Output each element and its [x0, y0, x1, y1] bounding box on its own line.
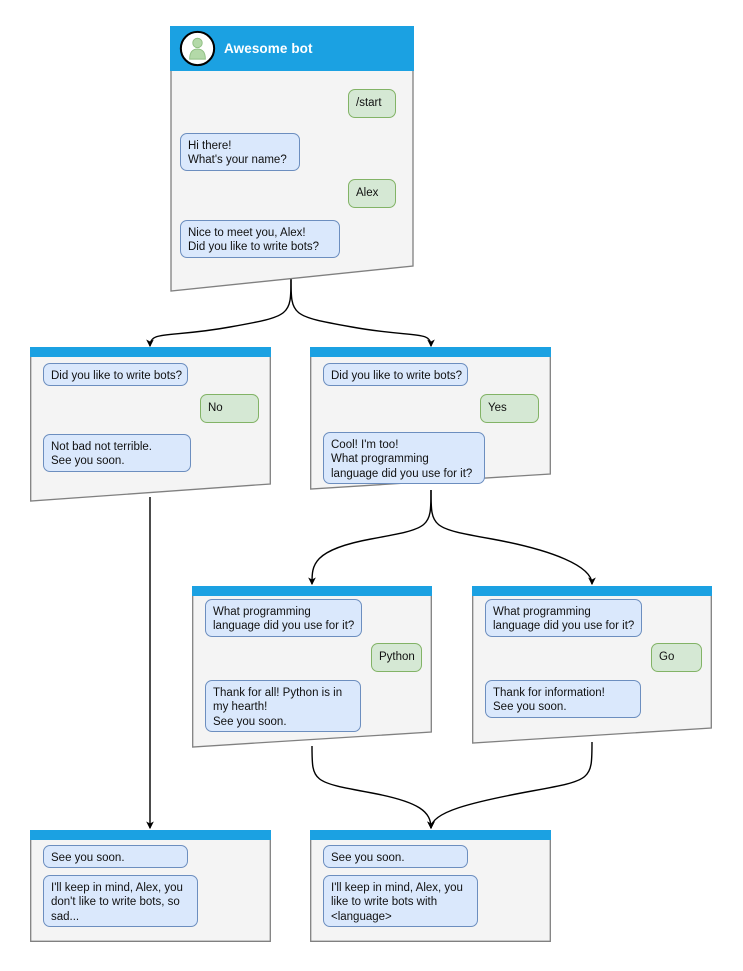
node-no-branch-titlebar [30, 347, 271, 357]
message-bubble-bot: What programming language did you use fo… [485, 599, 642, 637]
node-root[interactable]: Awesome bot /start Hi there! What's your… [170, 26, 414, 292]
node-end-sad-titlebar [30, 830, 271, 840]
node-end-sad[interactable]: See you soon. I'll keep in mind, Alex, y… [30, 830, 271, 942]
message-bubble-bot: Cool! I'm too! What programming language… [323, 432, 485, 484]
message-bubble-bot: Thank for all! Python is in my hearth! S… [205, 680, 361, 732]
user-avatar-icon [179, 30, 216, 67]
message-bubble-bot: Nice to meet you, Alex! Did you like to … [180, 220, 340, 258]
message-bubble-user: No [200, 394, 259, 423]
node-yes-branch[interactable]: Did you like to write bots? Yes Cool! I'… [310, 347, 551, 490]
message-bubble-bot: I'll keep in mind, Alex, you like to wri… [323, 875, 478, 927]
node-end-happy-titlebar [310, 830, 551, 840]
message-bubble-bot: See you soon. [323, 845, 468, 868]
message-bubble-bot: Hi there! What's your name? [180, 133, 300, 171]
node-yes-branch-titlebar [310, 347, 551, 357]
message-bubble-bot: Did you like to write bots? [323, 363, 468, 386]
message-bubble-user: /start [348, 89, 396, 118]
message-bubble-user: Alex [348, 179, 396, 208]
node-python-branch[interactable]: What programming language did you use fo… [192, 586, 432, 748]
node-end-happy[interactable]: See you soon. I'll keep in mind, Alex, y… [310, 830, 551, 942]
message-bubble-bot: Not bad not terrible. See you soon. [43, 434, 191, 472]
message-bubble-bot: What programming language did you use fo… [205, 599, 362, 637]
message-bubble-bot: I'll keep in mind, Alex, you don't like … [43, 875, 198, 927]
message-bubble-user: Python [371, 643, 422, 672]
message-bubble-bot: See you soon. [43, 845, 188, 868]
message-bubble-bot: Thank for information! See you soon. [485, 680, 641, 718]
message-bubble-bot: Did you like to write bots? [43, 363, 188, 386]
node-no-branch[interactable]: Did you like to write bots? No Not bad n… [30, 347, 271, 502]
message-bubble-user: Go [651, 643, 702, 672]
node-go-branch[interactable]: What programming language did you use fo… [472, 586, 712, 744]
node-go-branch-titlebar [472, 586, 712, 596]
message-bubble-user: Yes [480, 394, 539, 423]
bot-name-label: Awesome bot [224, 41, 313, 56]
node-python-branch-titlebar [192, 586, 432, 596]
node-root-titlebar: Awesome bot [170, 26, 414, 71]
